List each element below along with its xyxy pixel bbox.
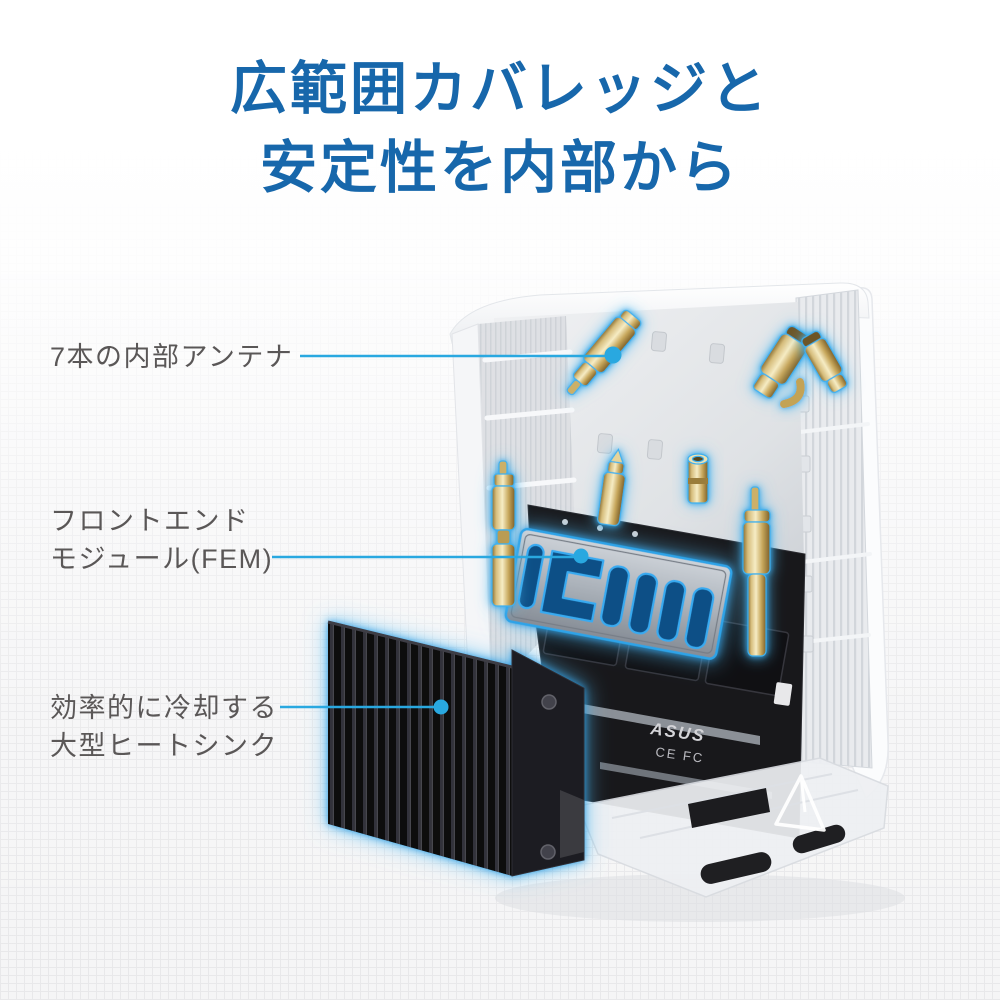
- fem-slots: [517, 543, 715, 650]
- rubber-foot-right: [792, 824, 846, 854]
- rubber-foot-front: [700, 852, 772, 884]
- leader-dot-heatsink: [433, 699, 449, 715]
- antenna-mid-left: [596, 448, 626, 527]
- antenna-mid-right: [687, 453, 709, 504]
- page-title: 広範囲カバレッジと 安定性を内部から: [0, 50, 1000, 208]
- title-line-2: 安定性を内部から: [260, 136, 740, 200]
- antenna-left-tall: [491, 460, 516, 607]
- pcb-cert-marks: CE FC: [655, 744, 706, 766]
- antenna-right-tall: [742, 486, 771, 657]
- leader-dot-antennas: [604, 346, 622, 364]
- fem-module: [504, 527, 733, 660]
- pcb-holes: [562, 519, 638, 537]
- leader-dot-fem: [573, 548, 589, 564]
- callout-antennas: 7本の内部アンテナ: [50, 338, 293, 376]
- label-sticker: [773, 682, 793, 706]
- antenna-elbow-cable: [780, 378, 805, 408]
- router-chassis: [449, 282, 889, 800]
- heatsink-top-edge: [327, 620, 513, 669]
- panel-clips: [596, 331, 726, 460]
- leader-lines: [272, 346, 622, 715]
- callout-heatsink: 効率的に冷却する大型ヒートシンク: [50, 689, 278, 765]
- brand-triangle-logo: [774, 774, 826, 832]
- callout-heatsink-line-1: 効率的に冷却する: [50, 693, 278, 723]
- base-connector: [688, 788, 770, 828]
- callout-antennas-line-1: 7本の内部アンテナ: [50, 342, 294, 372]
- title-line-1: 広範囲カバレッジと: [230, 57, 770, 121]
- heatsink: [327, 620, 585, 877]
- heatsink-plate-notch: [560, 790, 584, 858]
- ground-shadow: [495, 874, 905, 922]
- callout-heatsink-line-2: 大型ヒートシンク: [50, 731, 278, 761]
- callout-fem-line-2: モジュール(FEM): [50, 544, 274, 574]
- base-tray: [576, 757, 889, 898]
- right-panel-ribs: [798, 422, 872, 644]
- callout-fem: フロントエンドモジュール(FEM): [50, 502, 273, 578]
- antenna-v-right: [801, 330, 848, 394]
- heatsink-screws: [540, 694, 557, 860]
- pcb-slot-bar: [560, 700, 760, 745]
- callout-fem-line-1: フロントエンド: [50, 506, 250, 536]
- heatsink-fins: [328, 622, 512, 876]
